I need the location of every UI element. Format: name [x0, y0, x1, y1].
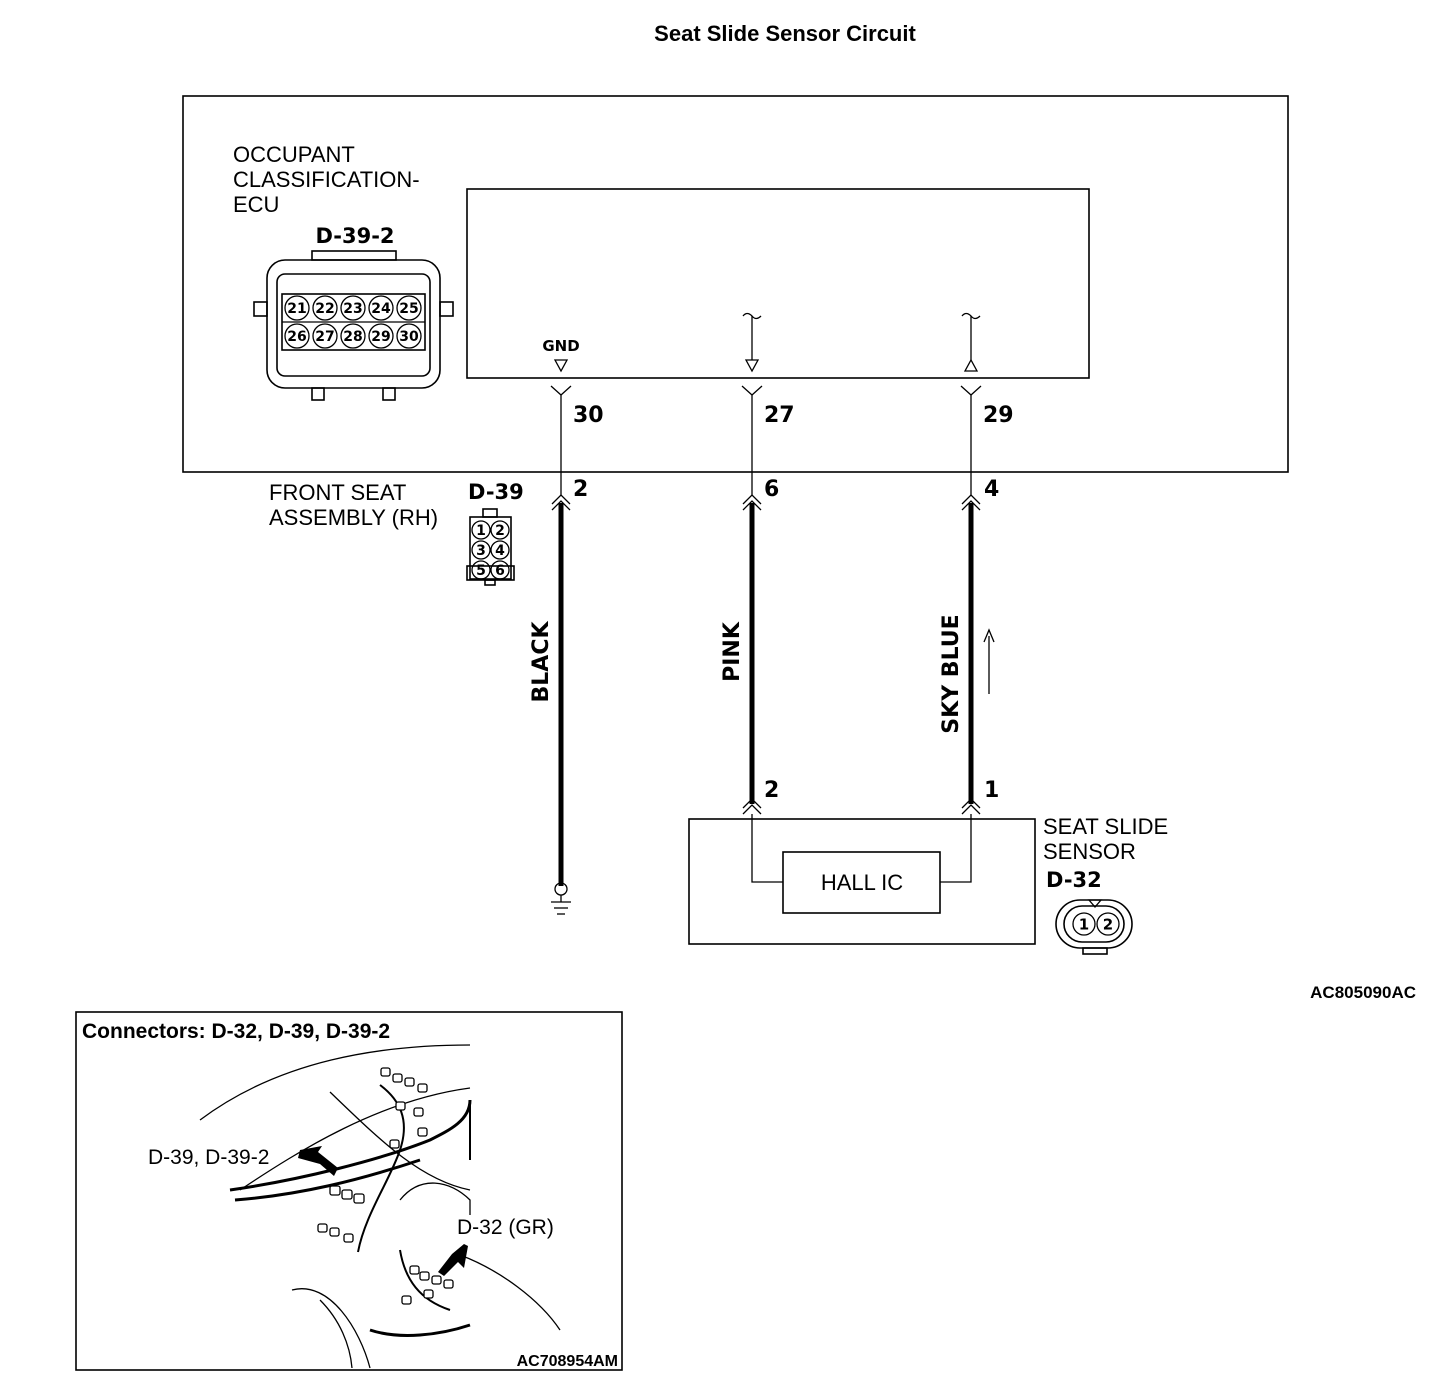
- gnd-label: GND: [542, 337, 579, 355]
- sensor-connector-id: D-32: [1046, 868, 1102, 892]
- sensor-connector-face: [1055, 899, 1133, 955]
- seat-terminal-4: 4: [984, 477, 999, 502]
- seat-pin-circle: [471, 520, 491, 540]
- diagram-title: Seat Slide Sensor Circuit: [654, 21, 916, 46]
- front-seat-label-line-1: FRONT SEAT: [269, 480, 406, 505]
- ecu-pin: 24: [371, 301, 391, 317]
- seat-pin-circle: [471, 560, 491, 580]
- seat-pin: 2: [495, 523, 505, 539]
- seat-pin-circle: [490, 560, 510, 580]
- ecu-pin-circle: [284, 295, 310, 321]
- seat-terminal-6: 6: [764, 477, 779, 502]
- ecu-pin: 22: [315, 301, 334, 317]
- ecu-connector-face: [253, 250, 454, 401]
- ecu-terminal-marks: [550, 385, 982, 495]
- front-seat-connector-face: [466, 508, 515, 586]
- sensor-internal-leads: [751, 814, 972, 883]
- ecu-label-line-3: ECU: [233, 192, 279, 217]
- sensor-terminal-1: 1: [984, 778, 999, 803]
- ecu-pin-circle: [312, 295, 338, 321]
- sensor-terminal-2: 2: [764, 778, 779, 803]
- location-panel-title: Connectors: D-32, D-39, D-39-2: [82, 1020, 390, 1043]
- ecu-pin-circle: [396, 295, 422, 321]
- front-seat-label-line-2: ASSEMBLY (RH): [269, 505, 438, 530]
- ecu-pin: 23: [343, 301, 362, 317]
- ecu-pin: 25: [399, 301, 418, 317]
- seat-connector-chevrons: [551, 494, 981, 511]
- seat-pin: 4: [495, 543, 505, 559]
- output-triangle-icon: [963, 358, 979, 372]
- sensor-label-line-2: SENSOR: [1043, 839, 1136, 864]
- ecu-pin-circle: [368, 323, 394, 349]
- gnd-triangle-icon: [553, 359, 569, 373]
- sensor-pin: 2: [1103, 915, 1113, 933]
- location-figure-code: AC708954AM: [517, 1353, 618, 1370]
- ecu-label-line-2: CLASSIFICATION-: [233, 167, 420, 192]
- figure-code: AC805090AC: [1310, 983, 1416, 1002]
- ecu-frame: [182, 95, 1289, 473]
- sensor-connector-chevrons: [742, 798, 981, 815]
- ecu-terminal-29: 29: [983, 403, 1014, 428]
- location-panel: [75, 1011, 623, 1371]
- ecu-pin: 21: [287, 301, 306, 317]
- ecu-pin-circle: [312, 323, 338, 349]
- sensor-pin-circle: [1096, 912, 1120, 936]
- ecu-pin-circle: [340, 295, 366, 321]
- seat-pin: 3: [476, 543, 486, 559]
- seat-pin-circle: [471, 540, 491, 560]
- ecu-terminal-30: 30: [573, 403, 604, 428]
- wire-sky-blue-label: SKY BLUE: [939, 614, 964, 733]
- seat-pin: 1: [476, 523, 486, 539]
- ecu-internal-leads: GND: [542, 312, 981, 373]
- sensor-pin-circle: [1072, 912, 1096, 936]
- ecu-pin-circle: [284, 323, 310, 349]
- ecu-pin: 28: [343, 329, 362, 345]
- wire-pink-label: PINK: [720, 621, 745, 682]
- callout-d39: D-39, D-39-2: [148, 1146, 269, 1169]
- callout-d32: D-32 (GR): [457, 1216, 554, 1239]
- sensor-label-line-1: SEAT SLIDE: [1043, 814, 1168, 839]
- ecu-connector-pins: 21 22 23 24 25 26 27 28 29 30: [284, 295, 422, 349]
- seat-terminal-2: 2: [573, 477, 588, 502]
- ecu-internal-box: [466, 188, 1090, 379]
- ecu-terminal-27: 27: [764, 403, 795, 428]
- wire-black-label: BLACK: [529, 621, 554, 703]
- ecu-pin: 30: [399, 329, 419, 345]
- signal-direction-arrow-icon: [983, 628, 995, 694]
- ecu-label: OCCUPANT CLASSIFICATION- ECU: [233, 142, 420, 217]
- seat-pin-circle: [490, 540, 510, 560]
- front-seat-connector-id: D-39: [468, 480, 524, 504]
- ecu-pin: 26: [287, 329, 306, 345]
- ecu-pin: 27: [315, 329, 334, 345]
- harness-location-illustration: [199, 1044, 561, 1369]
- seat-pin: 5: [476, 563, 486, 579]
- seat-pin: 6: [495, 563, 505, 579]
- seat-pin-circle: [490, 520, 510, 540]
- ecu-pin-circle: [396, 323, 422, 349]
- input-triangle-icon: [744, 359, 760, 373]
- ecu-connector-id: D-39-2: [315, 224, 394, 248]
- hall-ic-label: HALL IC: [821, 870, 903, 895]
- ecu-pin-circle: [340, 323, 366, 349]
- ecu-pin: 29: [371, 329, 390, 345]
- sensor-pin: 1: [1079, 915, 1089, 933]
- ecu-label-line-1: OCCUPANT: [233, 142, 355, 167]
- seat-slide-sensor-box: [688, 818, 1036, 945]
- ground-icon: [551, 882, 571, 915]
- ecu-pin-circle: [368, 295, 394, 321]
